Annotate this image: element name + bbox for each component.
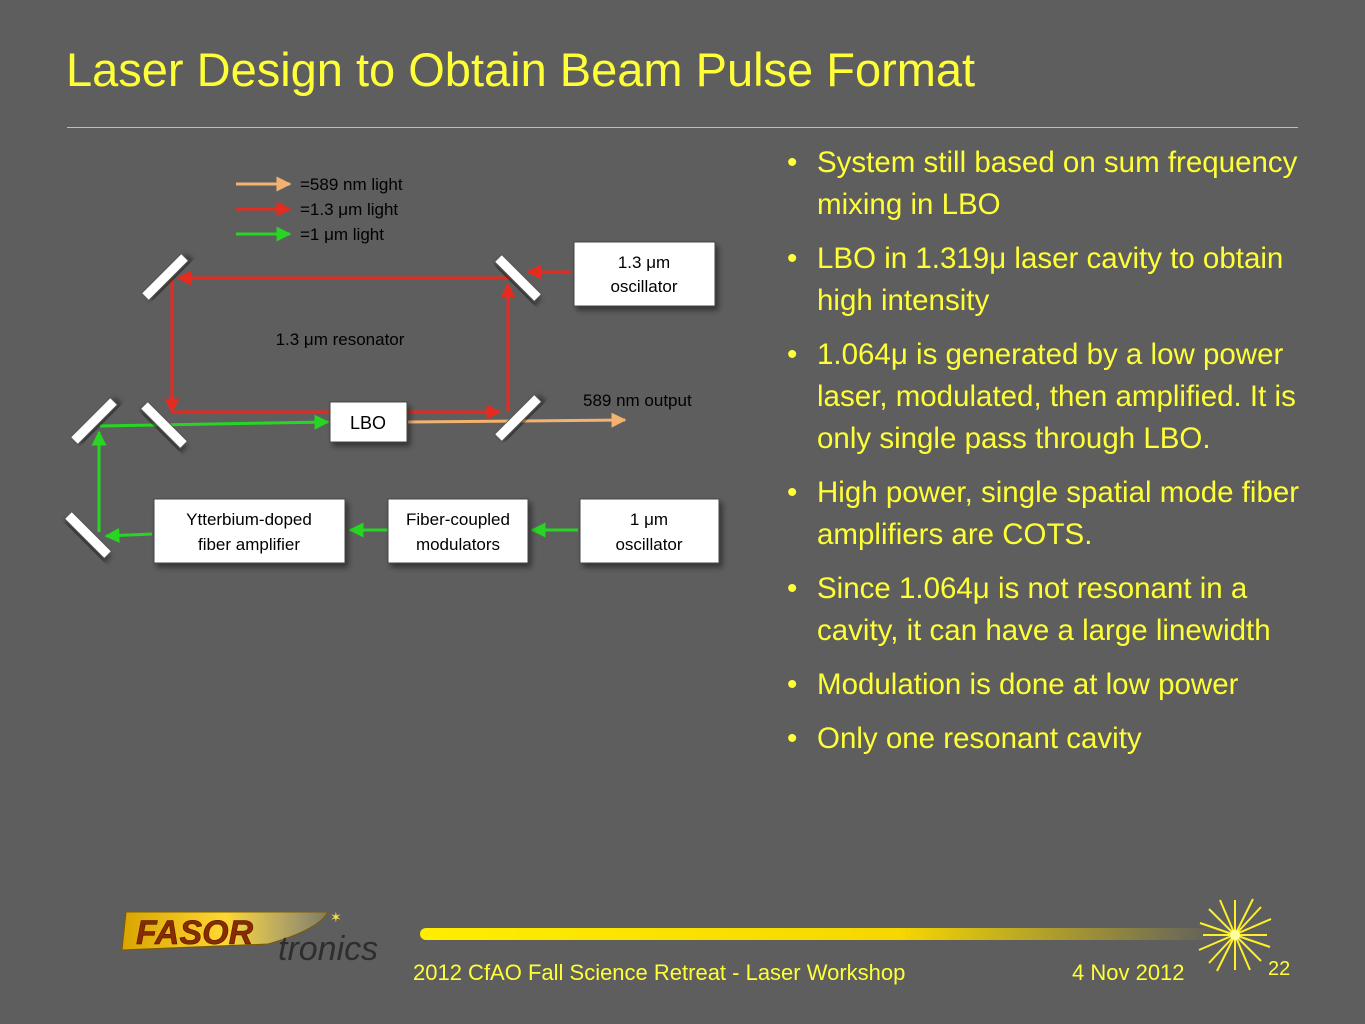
mirror-outer-bottom bbox=[63, 510, 113, 560]
oscillator-1.3um-box: 1.3 μm oscillator bbox=[573, 241, 716, 307]
modulators-box: Fiber-coupled modulators bbox=[387, 498, 529, 564]
bullet-item: Only one resonant cavity bbox=[787, 718, 1307, 760]
page-number: 22 bbox=[1268, 958, 1291, 980]
bullet-item: High power, single spatial mode fiber am… bbox=[787, 472, 1307, 556]
footer-date: 4 Nov 2012 bbox=[1072, 960, 1185, 985]
oscillator-1um-box: 1 μm oscillator bbox=[579, 498, 720, 564]
laser-diagram: =589 nm light =1.3 μm light =1 μm light … bbox=[63, 175, 720, 564]
oscillator-1um-line1: 1 μm bbox=[630, 510, 668, 529]
beam-green-top bbox=[99, 414, 330, 430]
mirror-outer-top bbox=[69, 396, 119, 446]
legend: =589 nm light =1.3 μm light =1 μm light bbox=[236, 175, 403, 244]
mirror-lower-left-inner bbox=[139, 400, 189, 450]
oscillator-1um-line2: oscillator bbox=[615, 535, 682, 554]
footer-decoration-line bbox=[420, 928, 1220, 940]
lbo-label: LBO bbox=[350, 413, 386, 433]
bullet-item: 1.064μ is generated by a low power laser… bbox=[787, 334, 1307, 460]
legend-1-label: =1 μm light bbox=[300, 225, 384, 244]
bullet-item: System still based on sum frequency mixi… bbox=[787, 142, 1307, 226]
footer-event: 2012 CfAO Fall Science Retreat - Laser W… bbox=[413, 960, 906, 985]
beam-green-amp bbox=[104, 527, 153, 543]
starburst-icon bbox=[1198, 898, 1272, 972]
slide-title: Laser Design to Obtain Beam Pulse Format bbox=[66, 43, 976, 96]
pump-beams bbox=[91, 414, 578, 543]
logo-star-icon: ✶ bbox=[330, 909, 342, 925]
oscillator-1.3um-line1: 1.3 μm bbox=[618, 253, 670, 272]
legend-13-label: =1.3 μm light bbox=[300, 200, 398, 219]
resonator-label: 1.3 μm resonator bbox=[276, 330, 405, 349]
modulators-line2: modulators bbox=[416, 535, 500, 554]
bullet-item: LBO in 1.319μ laser cavity to obtain hig… bbox=[787, 238, 1307, 322]
modulators-line1: Fiber-coupled bbox=[406, 510, 510, 529]
output-label: 589 nm output bbox=[583, 391, 692, 410]
fiber-amplifier-box: Ytterbium-doped fiber amplifier bbox=[153, 498, 346, 564]
mirror-lower-right bbox=[493, 393, 543, 443]
fasortronics-logo: FASOR tronics ✶ bbox=[121, 909, 378, 968]
oscillator-1.3um-line2: oscillator bbox=[610, 277, 677, 296]
fiber-amplifier-line1: Ytterbium-doped bbox=[186, 510, 312, 529]
title-divider bbox=[67, 127, 1298, 128]
legend-589-label: =589 nm light bbox=[300, 175, 403, 194]
logo-tronics-text: tronics bbox=[278, 930, 378, 968]
bullet-item: Modulation is done at low power bbox=[787, 664, 1307, 706]
fiber-amplifier-line2: fiber amplifier bbox=[198, 535, 300, 554]
bullet-item: Since 1.064μ is not resonant in a cavity… bbox=[787, 568, 1307, 652]
mirrors bbox=[63, 252, 543, 560]
mirror-top-right bbox=[493, 253, 543, 303]
logo-fasor-text: FASOR bbox=[136, 914, 254, 952]
mirror-top-left bbox=[140, 252, 190, 302]
bullet-list: System still based on sum frequency mixi… bbox=[787, 142, 1307, 772]
lbo-box: LBO bbox=[329, 401, 408, 443]
